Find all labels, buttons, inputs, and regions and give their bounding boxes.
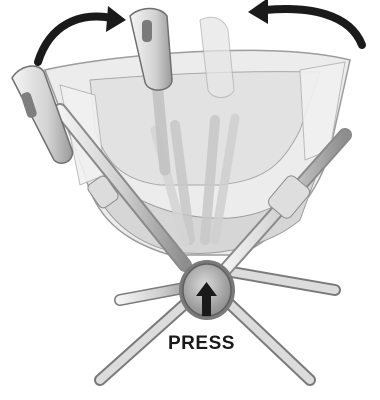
curved-arrow-icon: [38, 6, 126, 62]
press-label: PRESS: [168, 333, 235, 355]
curved-arrow-icon: [248, 0, 362, 45]
